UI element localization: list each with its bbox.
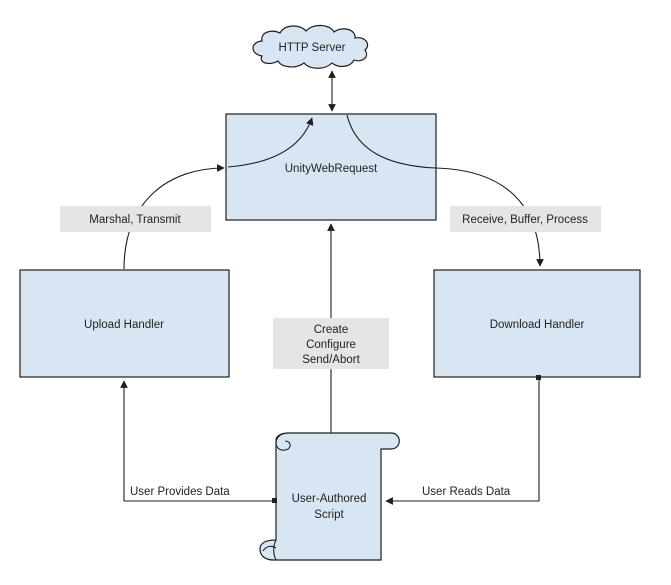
unity-web-request-node: UnityWebRequest [225, 113, 437, 221]
upload-handler-node: Upload Handler [19, 269, 230, 378]
create-line-2: Configure [306, 339, 356, 351]
cloud-shape [252, 24, 369, 69]
receive-buffer-label: Receive, Buffer, Process [450, 206, 601, 232]
marshal-label-text: Marshal, Transmit [89, 214, 181, 226]
upload-handler-box [19, 269, 230, 378]
user-reads-data-arrow [385, 378, 540, 505]
unity-web-request-box [225, 113, 437, 221]
request-to-download-arrow [435, 167, 544, 267]
script-label-line-1: User-Authored [292, 493, 367, 505]
upload-into-request-curve [227, 117, 314, 168]
create-line-3: Send/Abort [302, 354, 360, 366]
receive-label-text: Receive, Buffer, Process [462, 214, 588, 226]
download-handler-label: Download Handler [490, 319, 585, 331]
scroll-shape [259, 432, 400, 561]
script-label-line-2: Script [314, 509, 344, 521]
upload-to-request-arrow [123, 164, 225, 270]
marshal-transmit-label: Marshal, Transmit [60, 206, 211, 232]
scroll-top-curl [275, 432, 291, 451]
download-handler-node: Download Handler [433, 269, 641, 378]
script-node: User-Authored Script [259, 432, 400, 561]
upload-handler-label: Upload Handler [84, 319, 164, 331]
scroll-bottom-curl [262, 539, 277, 561]
http-server-node: HTTP Server [252, 24, 369, 69]
user-provides-anchor [272, 498, 277, 503]
user-reads-anchor [536, 375, 541, 380]
user-reads-data-label: User Reads Data [422, 486, 511, 498]
user-provides-data-arrow [120, 380, 276, 502]
receive-label-bg [450, 206, 601, 232]
create-line-1: Create [314, 324, 349, 336]
user-provides-data-label: User Provides Data [130, 486, 230, 498]
download-handler-box [433, 269, 641, 378]
http-server-label: HTTP Server [279, 42, 346, 54]
unity-web-request-label: UnityWebRequest [285, 163, 378, 175]
create-label-bg [273, 318, 389, 369]
request-out-curve [346, 114, 437, 169]
create-configure-label: Create Configure Send/Abort [273, 318, 389, 369]
marshal-label-bg [60, 206, 211, 232]
